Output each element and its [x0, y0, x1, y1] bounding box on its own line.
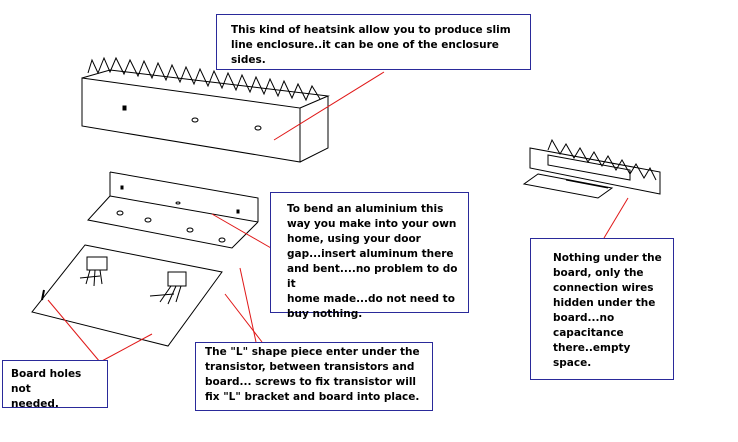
nothing-under-board-note: Nothing under the board, only the connec…	[530, 238, 674, 380]
board-holes-note: Board holes not needed.	[2, 360, 108, 410]
l-bracket-drawing	[87, 171, 259, 249]
board-drawing	[31, 244, 223, 347]
bend-aluminium-note: To bend an aluminium this way you make i…	[270, 192, 469, 320]
heatsink-drawing	[81, 56, 330, 163]
leader-lines	[47, 71, 629, 363]
side-view-drawing	[522, 138, 661, 199]
l-shape-note: The "L" shape piece enter under the tran…	[195, 342, 433, 411]
heatsink-note: This kind of heatsink allow you to produ…	[216, 14, 531, 70]
